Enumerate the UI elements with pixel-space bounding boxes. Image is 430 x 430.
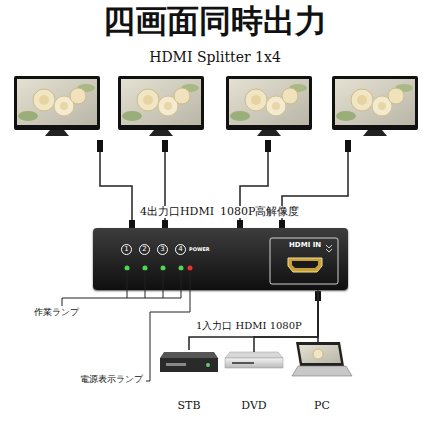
- dvd-tray: [232, 362, 254, 364]
- hdmi-plug: [97, 140, 103, 152]
- port-number: 1: [121, 244, 132, 255]
- hdmi-port-slot: [292, 261, 318, 268]
- hdmi-plug: [162, 220, 168, 228]
- work-led: [161, 266, 166, 271]
- monitor: [118, 76, 204, 136]
- dvd-illustration: [225, 352, 283, 368]
- output-cable: [100, 152, 132, 220]
- pc-screen-image: [313, 349, 323, 359]
- hdmi-plug: [265, 140, 271, 152]
- pc-base: [292, 366, 352, 376]
- hdmi-port: [288, 258, 322, 272]
- monitor: [14, 76, 100, 136]
- device-label: DVD: [215, 400, 293, 411]
- stb-led: [206, 363, 210, 367]
- stb-illustration: [160, 352, 218, 372]
- resolution-label: 1080P高解像度: [218, 206, 301, 218]
- subtitle: HDMI Splitter 1x4: [0, 50, 430, 65]
- port-arrows: [326, 245, 332, 252]
- output-label: 4出力口HDMI: [138, 206, 216, 218]
- stb-front: [160, 358, 218, 372]
- stb-slot: [166, 363, 186, 366]
- pc-illustration: [292, 342, 352, 376]
- dvd-device: DVD: [225, 352, 283, 368]
- monitors: [14, 76, 418, 136]
- pc-device: PC: [292, 342, 352, 376]
- power-text: POWER: [189, 247, 210, 252]
- power-lamp-leader: [146, 270, 190, 381]
- port-label: HDMI IN: [289, 242, 321, 249]
- stb-top: [160, 352, 218, 358]
- port-number: 4: [175, 244, 186, 255]
- hdmi-input-cable: [317, 290, 319, 342]
- input-label: 1入力口 HDMI 1080P: [196, 320, 302, 331]
- hdmi-plug: [279, 220, 285, 228]
- leader-lines: [62, 270, 190, 381]
- work-led: [179, 266, 184, 271]
- hdmi-in-panel: [270, 238, 338, 284]
- connectors: [189, 290, 318, 352]
- pc-screen-frame: [296, 342, 344, 366]
- hdmi-plug: [345, 140, 351, 152]
- work-led: [143, 266, 148, 271]
- hdmi-plug: [162, 140, 168, 152]
- hdmi-plug: [129, 220, 135, 228]
- port-panel: [270, 238, 338, 284]
- dvd-top: [225, 352, 283, 358]
- pc-screen: [299, 345, 341, 363]
- power-lamp-label: 電源表示ランプ: [80, 375, 143, 385]
- status-leds: [125, 266, 193, 271]
- work-lamp-label: 作業ランプ: [34, 308, 79, 318]
- port-number: 2: [139, 244, 150, 255]
- work-lamp-leader: [62, 270, 181, 306]
- monitor: [332, 76, 418, 136]
- hdmi-plug: [237, 220, 243, 228]
- title: 四画面同時出力: [0, 4, 430, 39]
- stb-device: STB: [160, 350, 218, 372]
- monitor: [226, 76, 312, 136]
- work-led: [125, 266, 130, 271]
- dvd-front: [225, 358, 283, 368]
- power-led: [188, 266, 193, 271]
- output-cables: [100, 152, 348, 220]
- device-label: STB: [150, 400, 228, 411]
- port-number: 3: [157, 244, 168, 255]
- device-label: PC: [283, 400, 361, 411]
- splitter-box: 1234POWER HDMI IN: [93, 228, 348, 290]
